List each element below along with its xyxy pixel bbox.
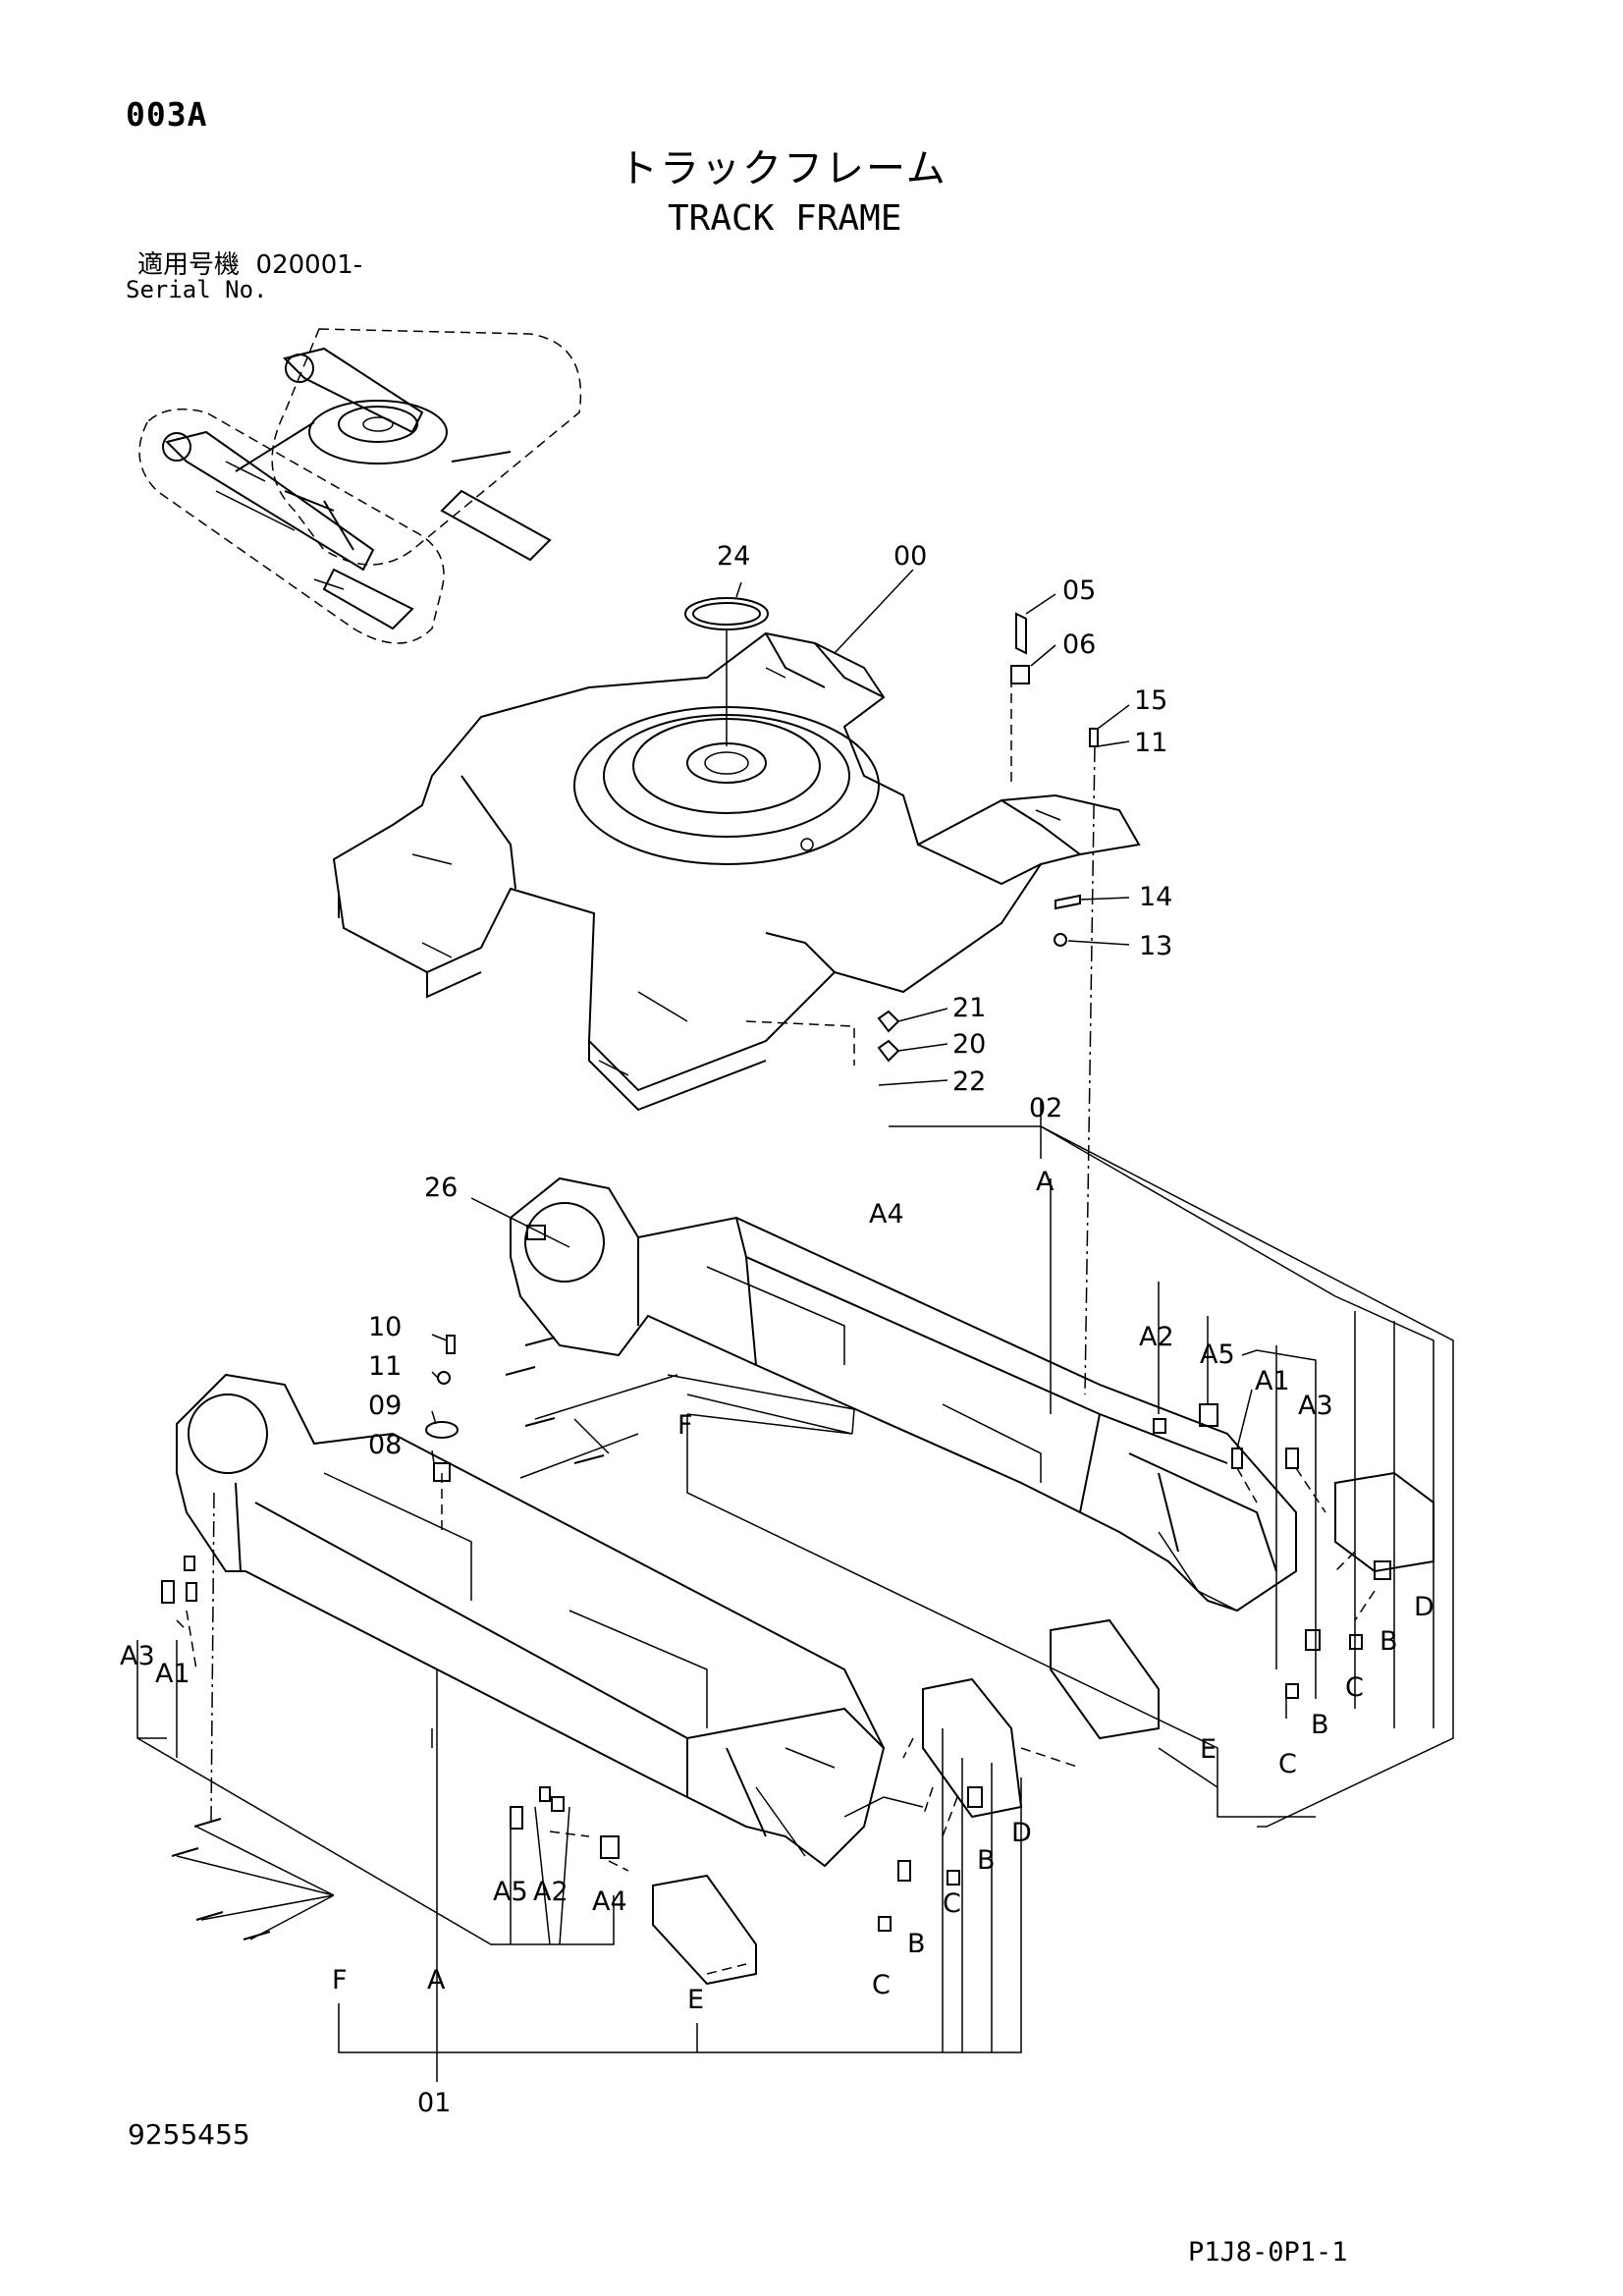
- letter-a2-rear: A2: [1139, 1322, 1174, 1352]
- letter-a1-front: A1: [155, 1659, 190, 1689]
- letter-c-rear-1: C: [1345, 1672, 1364, 1703]
- callout-14: 14: [1139, 882, 1172, 912]
- letter-a-rear: A: [1036, 1167, 1055, 1197]
- letter-a5-rear: A5: [1200, 1339, 1235, 1370]
- letter-c-front-1: C: [943, 1888, 961, 1919]
- side-frame-part-01: [176, 1373, 886, 1868]
- letter-a-front: A: [427, 1965, 446, 1995]
- callout-08: 08: [368, 1430, 402, 1460]
- callout-15: 15: [1134, 685, 1167, 716]
- callout-10: 10: [368, 1312, 402, 1342]
- letter-a3-rear: A3: [1298, 1391, 1333, 1421]
- page-reference: P1J8-0P1-1: [1188, 2237, 1348, 2268]
- letter-a3-front: A3: [120, 1641, 155, 1671]
- callout-11-upper: 11: [1134, 728, 1167, 758]
- callout-22: 22: [952, 1066, 986, 1097]
- letter-a2-front: A2: [533, 1877, 568, 1907]
- leader-lines: [136, 569, 1454, 2082]
- letter-a4-rear: A4: [869, 1199, 904, 1230]
- callout-24: 24: [717, 541, 750, 572]
- callout-11-lower: 11: [368, 1351, 402, 1382]
- letter-b-rear-2: B: [1311, 1710, 1329, 1740]
- plate-d-front: [922, 1677, 1023, 1819]
- upper-frame-part-00: [332, 631, 1141, 1112]
- callout-26: 26: [424, 1173, 458, 1203]
- center-lines: [176, 678, 1376, 1975]
- figure-number: 9255455: [128, 2118, 250, 2151]
- letter-d-front: D: [1011, 1818, 1032, 1848]
- letter-b-rear-1: B: [1380, 1626, 1398, 1657]
- callout-09: 09: [368, 1391, 402, 1421]
- letter-b-front-1: B: [977, 1845, 996, 1876]
- serial-jp-text: 適用号機: [137, 250, 241, 280]
- plate-e-front: [652, 1874, 757, 1986]
- letter-d-rear: D: [1414, 1592, 1434, 1622]
- letter-a1-rear: A1: [1255, 1366, 1290, 1396]
- letter-b-front-2: B: [907, 1929, 926, 1959]
- letter-f-front: F: [332, 1965, 348, 1995]
- serial-value: 020001-: [255, 250, 363, 280]
- seal-ring-part-24: [684, 597, 769, 746]
- callout-00: 00: [893, 541, 927, 572]
- plate-e-rear: [1050, 1618, 1160, 1740]
- letter-a5-front: A5: [493, 1877, 528, 1907]
- letter-f-rear: F: [677, 1410, 693, 1441]
- side-frame-part-02: [510, 1176, 1297, 1613]
- callout-05: 05: [1062, 575, 1096, 606]
- letter-a4-front: A4: [592, 1886, 627, 1917]
- title-japanese: トラックフレーム: [619, 146, 947, 191]
- serial-label-japanese: 適用号機 020001-: [137, 252, 362, 278]
- reference-letters: A A4 A2 A5 A1 A3 F D B C B C E A3 A1 A5 …: [120, 1167, 1434, 2015]
- callout-06: 06: [1062, 629, 1096, 660]
- callout-01: 01: [417, 2088, 451, 2118]
- callout-20: 20: [952, 1029, 986, 1060]
- part-callouts: 24 00 05 06 15 11 14 13 21 20 22 02 26 1…: [368, 541, 1172, 2118]
- letter-c-rear-2: C: [1278, 1749, 1297, 1779]
- letter-e-rear: E: [1200, 1734, 1217, 1765]
- letter-c-front-2: C: [872, 1970, 891, 2000]
- callout-02: 02: [1029, 1093, 1062, 1123]
- callout-13: 13: [1139, 931, 1172, 961]
- serial-label-english: Serial No.: [126, 276, 268, 303]
- overview-thumbnail: [138, 328, 582, 644]
- callout-21: 21: [952, 993, 986, 1023]
- title-english: TRACK FRAME: [668, 198, 902, 239]
- letter-e-front: E: [687, 1985, 704, 2015]
- page-code: 003A: [126, 95, 208, 134]
